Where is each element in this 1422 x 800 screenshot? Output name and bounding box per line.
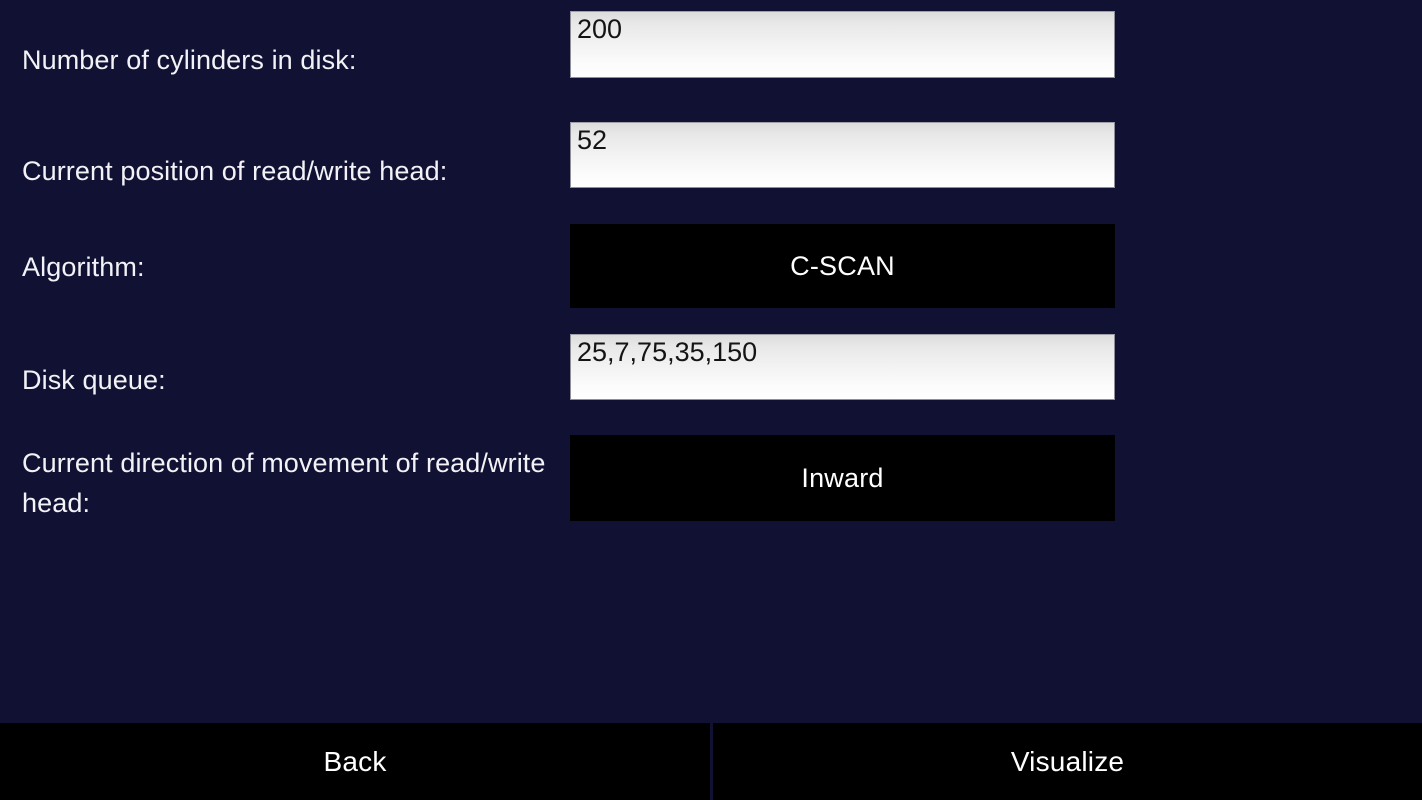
input-number-of-cylinders[interactable]: 200 bbox=[570, 11, 1115, 78]
input-disk-queue-value: 25,7,75,35,150 bbox=[577, 337, 758, 367]
input-disk-queue[interactable]: 25,7,75,35,150 bbox=[570, 334, 1115, 400]
spinner-algorithm[interactable]: C-SCAN bbox=[570, 224, 1115, 308]
label-direction: Current direction of movement of read/wr… bbox=[22, 448, 546, 518]
back-button[interactable]: Back bbox=[0, 723, 710, 800]
label-algorithm: Algorithm: bbox=[22, 252, 145, 282]
spinner-direction[interactable]: Inward bbox=[570, 435, 1115, 521]
spinner-algorithm-value: C-SCAN bbox=[790, 250, 895, 281]
input-number-of-cylinders-value: 200 bbox=[577, 14, 623, 44]
disk-scheduling-form: Number of cylinders in disk: 200 Current… bbox=[0, 0, 1422, 545]
label-cylinders: Number of cylinders in disk: bbox=[22, 45, 357, 75]
input-current-head-position[interactable]: 52 bbox=[570, 122, 1115, 188]
bar-divider bbox=[710, 723, 713, 800]
form-row-head-position: Current position of read/write head: 52 bbox=[0, 110, 1422, 222]
label-disk-queue: Disk queue: bbox=[22, 365, 166, 395]
form-row-direction: Current direction of movement of read/wr… bbox=[0, 435, 1422, 545]
form-row-cylinders: Number of cylinders in disk: 200 bbox=[0, 0, 1422, 110]
visualize-button[interactable]: Visualize bbox=[713, 723, 1422, 800]
spinner-direction-value: Inward bbox=[801, 462, 884, 493]
input-current-head-position-value: 52 bbox=[577, 125, 608, 155]
form-row-disk-queue: Disk queue: 25,7,75,35,150 bbox=[0, 334, 1422, 435]
form-row-algorithm: Algorithm: C-SCAN bbox=[0, 222, 1422, 334]
label-head-position: Current position of read/write head: bbox=[22, 156, 448, 186]
bottom-action-bar: Back Visualize bbox=[0, 723, 1422, 800]
